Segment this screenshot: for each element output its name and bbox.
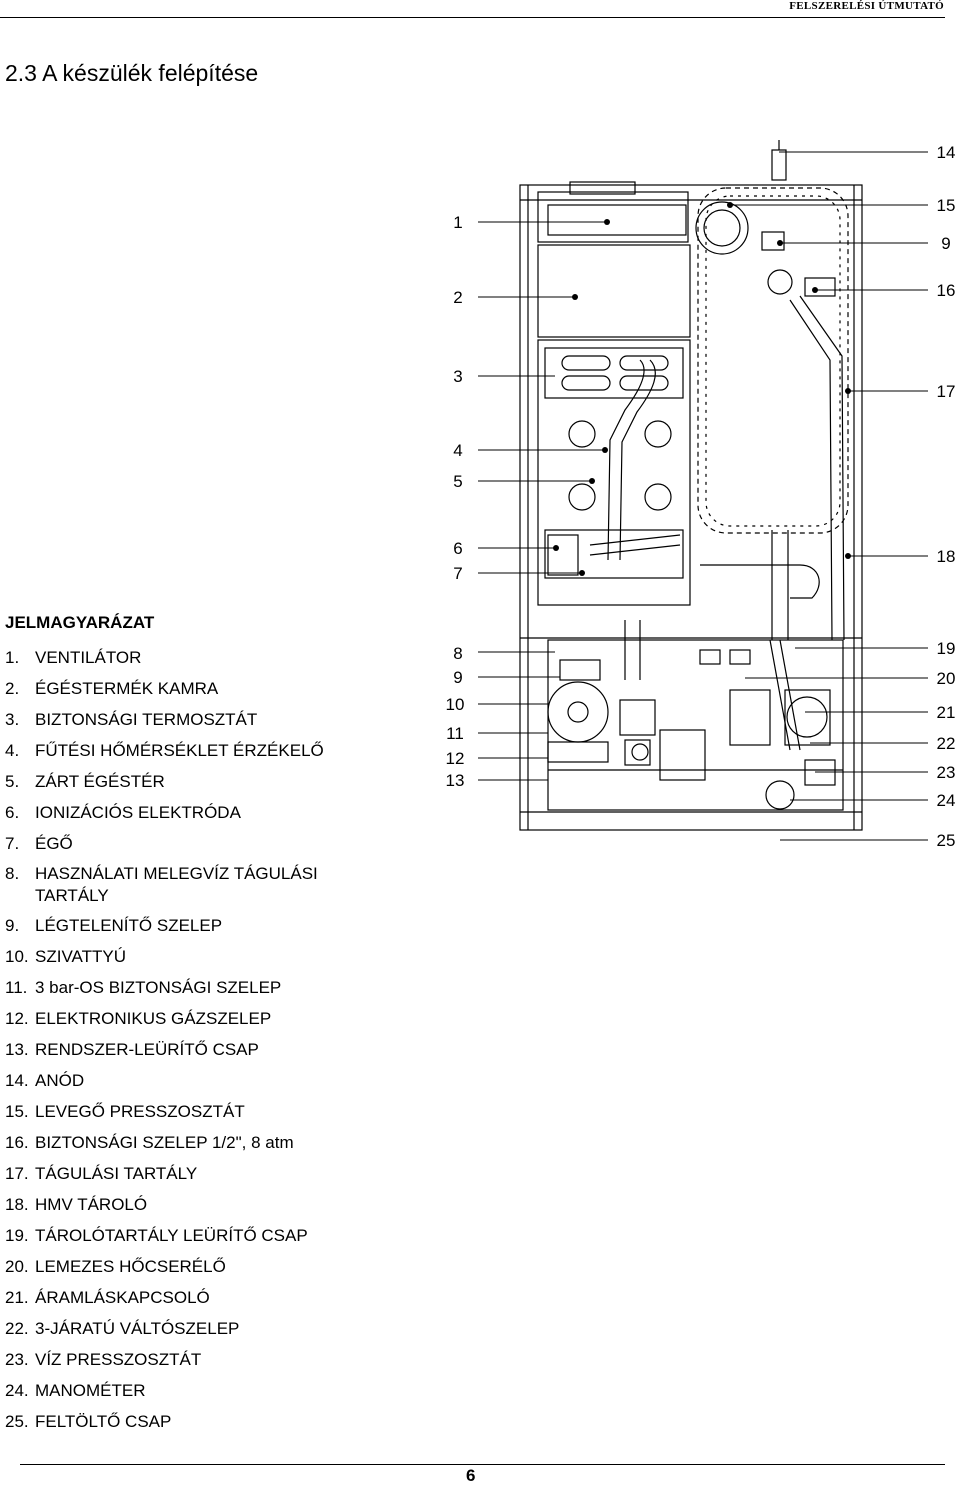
legend-item: 12.ELEKTRONIKUS GÁZSZELEP bbox=[5, 1009, 272, 1028]
legend-item: 25.FELTÖLTŐ CSAP bbox=[5, 1412, 172, 1431]
fan-housing bbox=[537, 191, 689, 243]
callout-2: 2 bbox=[453, 288, 462, 307]
legend-item: 20.LEMEZES HŐCSERÉLŐ bbox=[5, 1257, 226, 1276]
legend-item: 22.3-JÁRATÚ VÁLTÓSZELEP bbox=[5, 1319, 240, 1338]
legend-item: 9.LÉGTELENÍTŐ SZELEP bbox=[5, 916, 223, 935]
legend-item: 24.MANOMÉTER bbox=[5, 1381, 146, 1400]
legend-item: 15.LEVEGŐ PRESSZOSZTÁT bbox=[5, 1102, 245, 1121]
legend-title: JELMAGYARÁZAT bbox=[5, 613, 155, 632]
callout-24: 24 bbox=[937, 791, 956, 810]
callout-9-right: 9 bbox=[941, 234, 950, 253]
boiler-diagram: 1 2 3 4 5 6 7 8 9 10 11 12 13 14 15 9 16… bbox=[446, 140, 956, 850]
legend-item: 17.TÁGULÁSI TARTÁLY bbox=[5, 1164, 198, 1183]
legend-item: 8.HASZNÁLATI MELEGVÍZ TÁGULÁSI TARTÁLY bbox=[5, 864, 318, 905]
callout-4: 4 bbox=[453, 441, 462, 460]
page-number: 6 bbox=[466, 1466, 476, 1485]
legend-item: 21.ÁRAMLÁSKAPCSOLÓ bbox=[5, 1288, 210, 1307]
gas-valve bbox=[659, 729, 706, 781]
right-leader-lines bbox=[730, 151, 928, 841]
callout-21: 21 bbox=[937, 703, 956, 722]
legend-item: 10.SZIVATTYÚ bbox=[5, 947, 126, 966]
legend-item: 19.TÁROLÓTARTÁLY LEÜRÍTŐ CSAP bbox=[5, 1226, 308, 1245]
callout-1: 1 bbox=[453, 213, 462, 232]
footer-rule bbox=[20, 1464, 945, 1465]
callout-12: 12 bbox=[446, 749, 465, 768]
sealed-chamber bbox=[537, 339, 691, 606]
callout-16: 16 bbox=[937, 281, 956, 300]
section-title: 2.3 A készülék felépítése bbox=[5, 60, 259, 86]
legend-item: 6.IONIZÁCIÓS ELEKTRÓDA bbox=[5, 803, 241, 822]
legend-item: 23.VÍZ PRESSZOSZTÁT bbox=[5, 1350, 202, 1369]
left-callouts: 1 2 3 4 5 6 7 8 9 10 11 12 13 bbox=[446, 213, 465, 790]
callout-9: 9 bbox=[453, 668, 462, 687]
legend-item: 2.ÉGÉSTERMÉK KAMRA bbox=[5, 679, 219, 698]
legend-item: 11.3 bar-OS BIZTONSÁGI SZELEP bbox=[5, 978, 282, 997]
plate-heat-exchanger bbox=[729, 689, 771, 746]
pump bbox=[547, 681, 609, 743]
air-pressure-switch bbox=[695, 201, 749, 255]
legend-item: 5.ZÁRT ÉGÉSTÉR bbox=[5, 772, 165, 791]
combustion-chamber bbox=[537, 244, 691, 338]
legend-list: 1.VENTILÁTOR 2.ÉGÉSTERMÉK KAMRA 3.BIZTON… bbox=[5, 642, 355, 1437]
callout-15: 15 bbox=[937, 196, 956, 215]
left-leader-lines bbox=[478, 221, 607, 781]
callout-10: 10 bbox=[446, 695, 465, 714]
header-rule bbox=[0, 17, 945, 18]
callout-25: 25 bbox=[937, 831, 956, 850]
callout-20: 20 bbox=[937, 669, 956, 688]
callout-18: 18 bbox=[937, 547, 956, 566]
boiler-casing bbox=[519, 184, 863, 831]
legend-item: 4.FŰTÉSI HŐMÉRSÉKLET ÉRZÉKELŐ bbox=[5, 741, 324, 760]
three-way-valve bbox=[784, 689, 831, 746]
legend-item: 1.VENTILÁTOR bbox=[5, 648, 142, 667]
legend-item: 18.HMV TÁROLÓ bbox=[5, 1195, 148, 1214]
legend-item: 16.BIZTONSÁGI SZELEP 1/2", 8 atm bbox=[5, 1133, 294, 1152]
callout-3: 3 bbox=[453, 367, 462, 386]
callout-8: 8 bbox=[453, 644, 462, 663]
expansion-tank bbox=[697, 187, 849, 534]
callout-14: 14 bbox=[937, 143, 956, 162]
manometer bbox=[765, 780, 795, 810]
callout-22: 22 bbox=[937, 734, 956, 753]
legend-item: 13.RENDSZER-LEÜRÍTŐ CSAP bbox=[5, 1040, 259, 1059]
legend-item: 14.ANÓD bbox=[5, 1071, 85, 1090]
right-callouts: 14 15 9 16 17 18 19 20 21 22 23 24 25 bbox=[937, 143, 956, 850]
legend-item: 7.ÉGŐ bbox=[5, 834, 73, 853]
callout-7: 7 bbox=[453, 564, 462, 583]
legend: JELMAGYARÁZAT 1.VENTILÁTOR 2.ÉGÉSTERMÉK … bbox=[5, 610, 355, 1437]
callout-6: 6 bbox=[453, 539, 462, 558]
legend-item: 3.BIZTONSÁGI TERMOSZTÁT bbox=[5, 710, 258, 729]
callout-19: 19 bbox=[937, 639, 956, 658]
callout-13: 13 bbox=[446, 771, 465, 790]
callout-5: 5 bbox=[453, 472, 462, 491]
callout-17: 17 bbox=[937, 382, 956, 401]
running-header: FELSZERELÉSI ÚTMUTATÓ bbox=[789, 0, 944, 12]
callout-23: 23 bbox=[937, 763, 956, 782]
callout-11: 11 bbox=[446, 724, 464, 743]
